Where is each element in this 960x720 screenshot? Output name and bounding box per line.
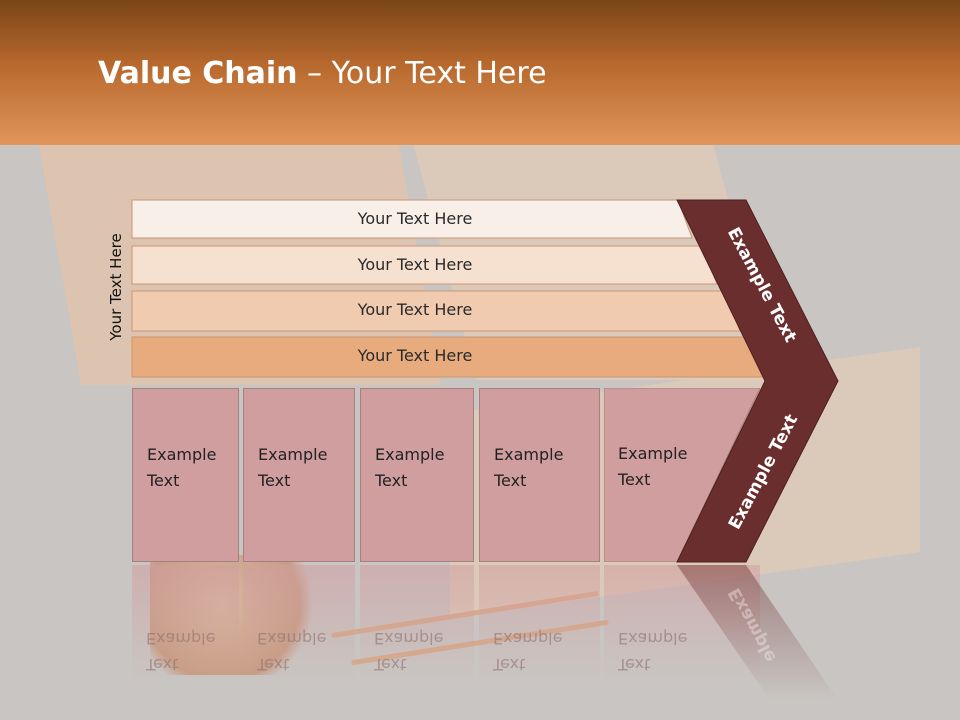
chevron-reflection [677, 565, 838, 700]
chevron-shape [676, 199, 839, 563]
slide-title: Value Chain – Your Text Here [98, 56, 547, 91]
column-text-line2: Text [375, 471, 408, 490]
column-text-line2: Text [494, 471, 527, 490]
bar-shape [131, 245, 718, 285]
value-bar-1: Your Text Here [131, 199, 693, 239]
bar-label: Your Text Here [357, 346, 473, 365]
column-text-line1: Example [494, 445, 564, 464]
bar-label: Your Text Here [357, 300, 473, 319]
bar-label: Your Text Here [357, 209, 473, 228]
title-rest: – Your Text Here [297, 56, 547, 91]
title-bold: Value Chain [98, 56, 298, 91]
column-text-line2: Text [258, 471, 291, 490]
bar-shape [131, 199, 693, 239]
column-text-line1: Example [618, 444, 688, 463]
value-bar-4: Your Text Here [131, 336, 765, 378]
bar-label: Your Text Here [357, 255, 473, 274]
value-bar-3: Your Text Here [131, 290, 741, 332]
column-text-line1: Example [147, 445, 217, 464]
value-bar-2: Your Text Here [131, 245, 718, 285]
column-text-line1: Example [258, 445, 328, 464]
header-band: Value Chain – Your Text Here [0, 0, 960, 145]
column-text-line1: Example [375, 445, 445, 464]
column-text-line2: Text [618, 470, 651, 489]
column-5-shape [604, 388, 760, 562]
column-text-line2: Text [147, 471, 180, 490]
bar-shape [131, 290, 741, 332]
